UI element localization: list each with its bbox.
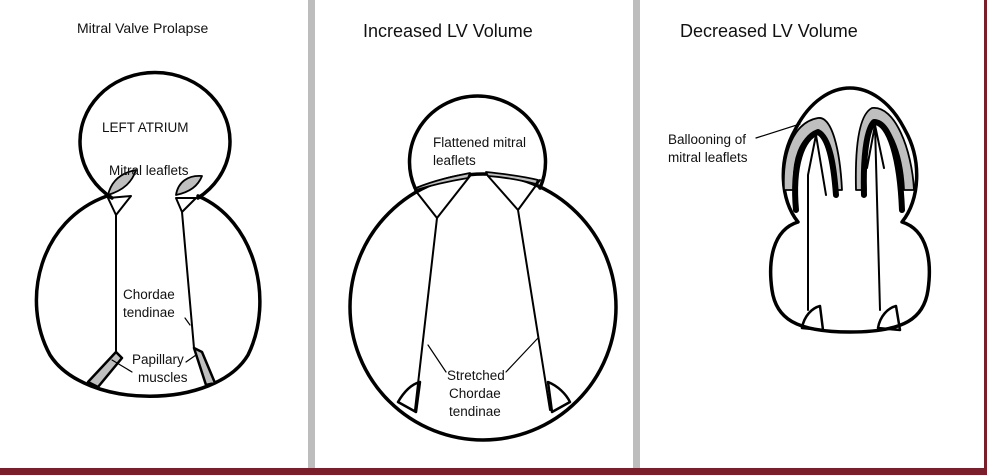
label-pointer-stretched-left xyxy=(427,344,447,373)
papillary-muscle-right xyxy=(192,346,217,387)
panel-mitral-valve-prolapse xyxy=(0,0,308,468)
label-left-atrium-text: LEFT ATRIUM xyxy=(102,120,189,135)
diagram-mitral-valve-prolapse xyxy=(34,70,262,398)
label-chordae-line-2: tendinae xyxy=(123,305,175,320)
frame-right-edge xyxy=(984,0,987,475)
chordae-tendinae-right xyxy=(175,197,197,349)
papillary-muscle-left xyxy=(86,350,124,389)
chordae-tendinae-right xyxy=(866,124,885,311)
label-pointer-stretched-right xyxy=(505,337,539,373)
chordae-tendinae-left xyxy=(807,134,827,311)
label-chordae-tendinae: Chordae tendinae xyxy=(123,286,175,322)
panel-increased-lv-volume xyxy=(315,0,633,468)
panel-divider-2 xyxy=(633,0,640,468)
papillary-muscle-right xyxy=(876,304,902,332)
label-mitral-leaflets-text: Mitral leaflets xyxy=(109,163,189,178)
chordae-tendinae-left xyxy=(414,175,471,411)
label-ballooning-line-2: mitral leaflets xyxy=(668,150,748,165)
papillary-muscle-right xyxy=(546,380,572,414)
label-flattened-line-2: leaflets xyxy=(433,153,476,168)
chordae-tendinae-left xyxy=(107,195,132,353)
left-ventricle-outline xyxy=(34,194,262,398)
label-flattened-mitral-leaflets: Flattened mitral leaflets xyxy=(433,134,526,170)
label-stretched-line-2: Chordae xyxy=(449,386,501,401)
left-atrium-outline xyxy=(407,94,548,190)
label-stretched-line-1: Stretched xyxy=(447,368,505,383)
panel-title-mitral-valve-prolapse: Mitral Valve Prolapse xyxy=(77,20,209,36)
left-atrium-outline xyxy=(78,70,232,200)
papillary-muscle-left xyxy=(396,380,422,414)
label-papillary-line-1: Papillary xyxy=(132,352,184,367)
label-left-atrium: LEFT ATRIUM xyxy=(102,119,189,137)
label-ballooning-mitral-leaflets: Ballooning of mitral leaflets xyxy=(668,131,748,167)
panel-decreased-lv-volume xyxy=(640,0,984,468)
papillary-muscle-left xyxy=(800,304,825,332)
leaflet-right-thick xyxy=(860,119,905,213)
panel-title-increased-lv-volume: Increased LV Volume xyxy=(363,21,533,41)
panel-title-decreased-lv-volume: Decreased LV Volume xyxy=(680,21,858,41)
chordae-tendinae-right xyxy=(487,175,551,411)
label-chordae-line-1: Chordae xyxy=(123,287,175,302)
label-pointer-ballooning xyxy=(755,123,801,139)
label-pointer-chordae xyxy=(184,317,191,326)
frame-bottom-bar xyxy=(0,468,987,475)
mitral-leaflet-right xyxy=(175,175,203,196)
label-ballooning-line-1: Ballooning of xyxy=(668,132,747,147)
left-ventricle-outline xyxy=(348,172,618,442)
diagram-decreased-lv-volume xyxy=(755,86,932,334)
label-pointer-papillary-right xyxy=(185,354,197,363)
label-flattened-line-1: Flattened mitral xyxy=(433,135,527,150)
label-pointer-papillary-left xyxy=(111,359,133,373)
label-stretched-chordae-tendinae: Stretched Chordae tendinae xyxy=(447,367,505,421)
heart-outline xyxy=(768,86,932,334)
label-mitral-leaflets: Mitral leaflets xyxy=(109,162,189,180)
label-papillary-line-2: muscles xyxy=(138,370,188,385)
panel-divider-1 xyxy=(308,0,315,468)
mitral-leaflet-left xyxy=(107,169,137,196)
diagram-increased-lv-volume xyxy=(348,94,618,442)
label-stretched-line-3: tendinae xyxy=(449,404,501,419)
label-papillary-muscles: Papillary muscles xyxy=(132,351,188,387)
leaflet-left-thick xyxy=(792,129,839,213)
